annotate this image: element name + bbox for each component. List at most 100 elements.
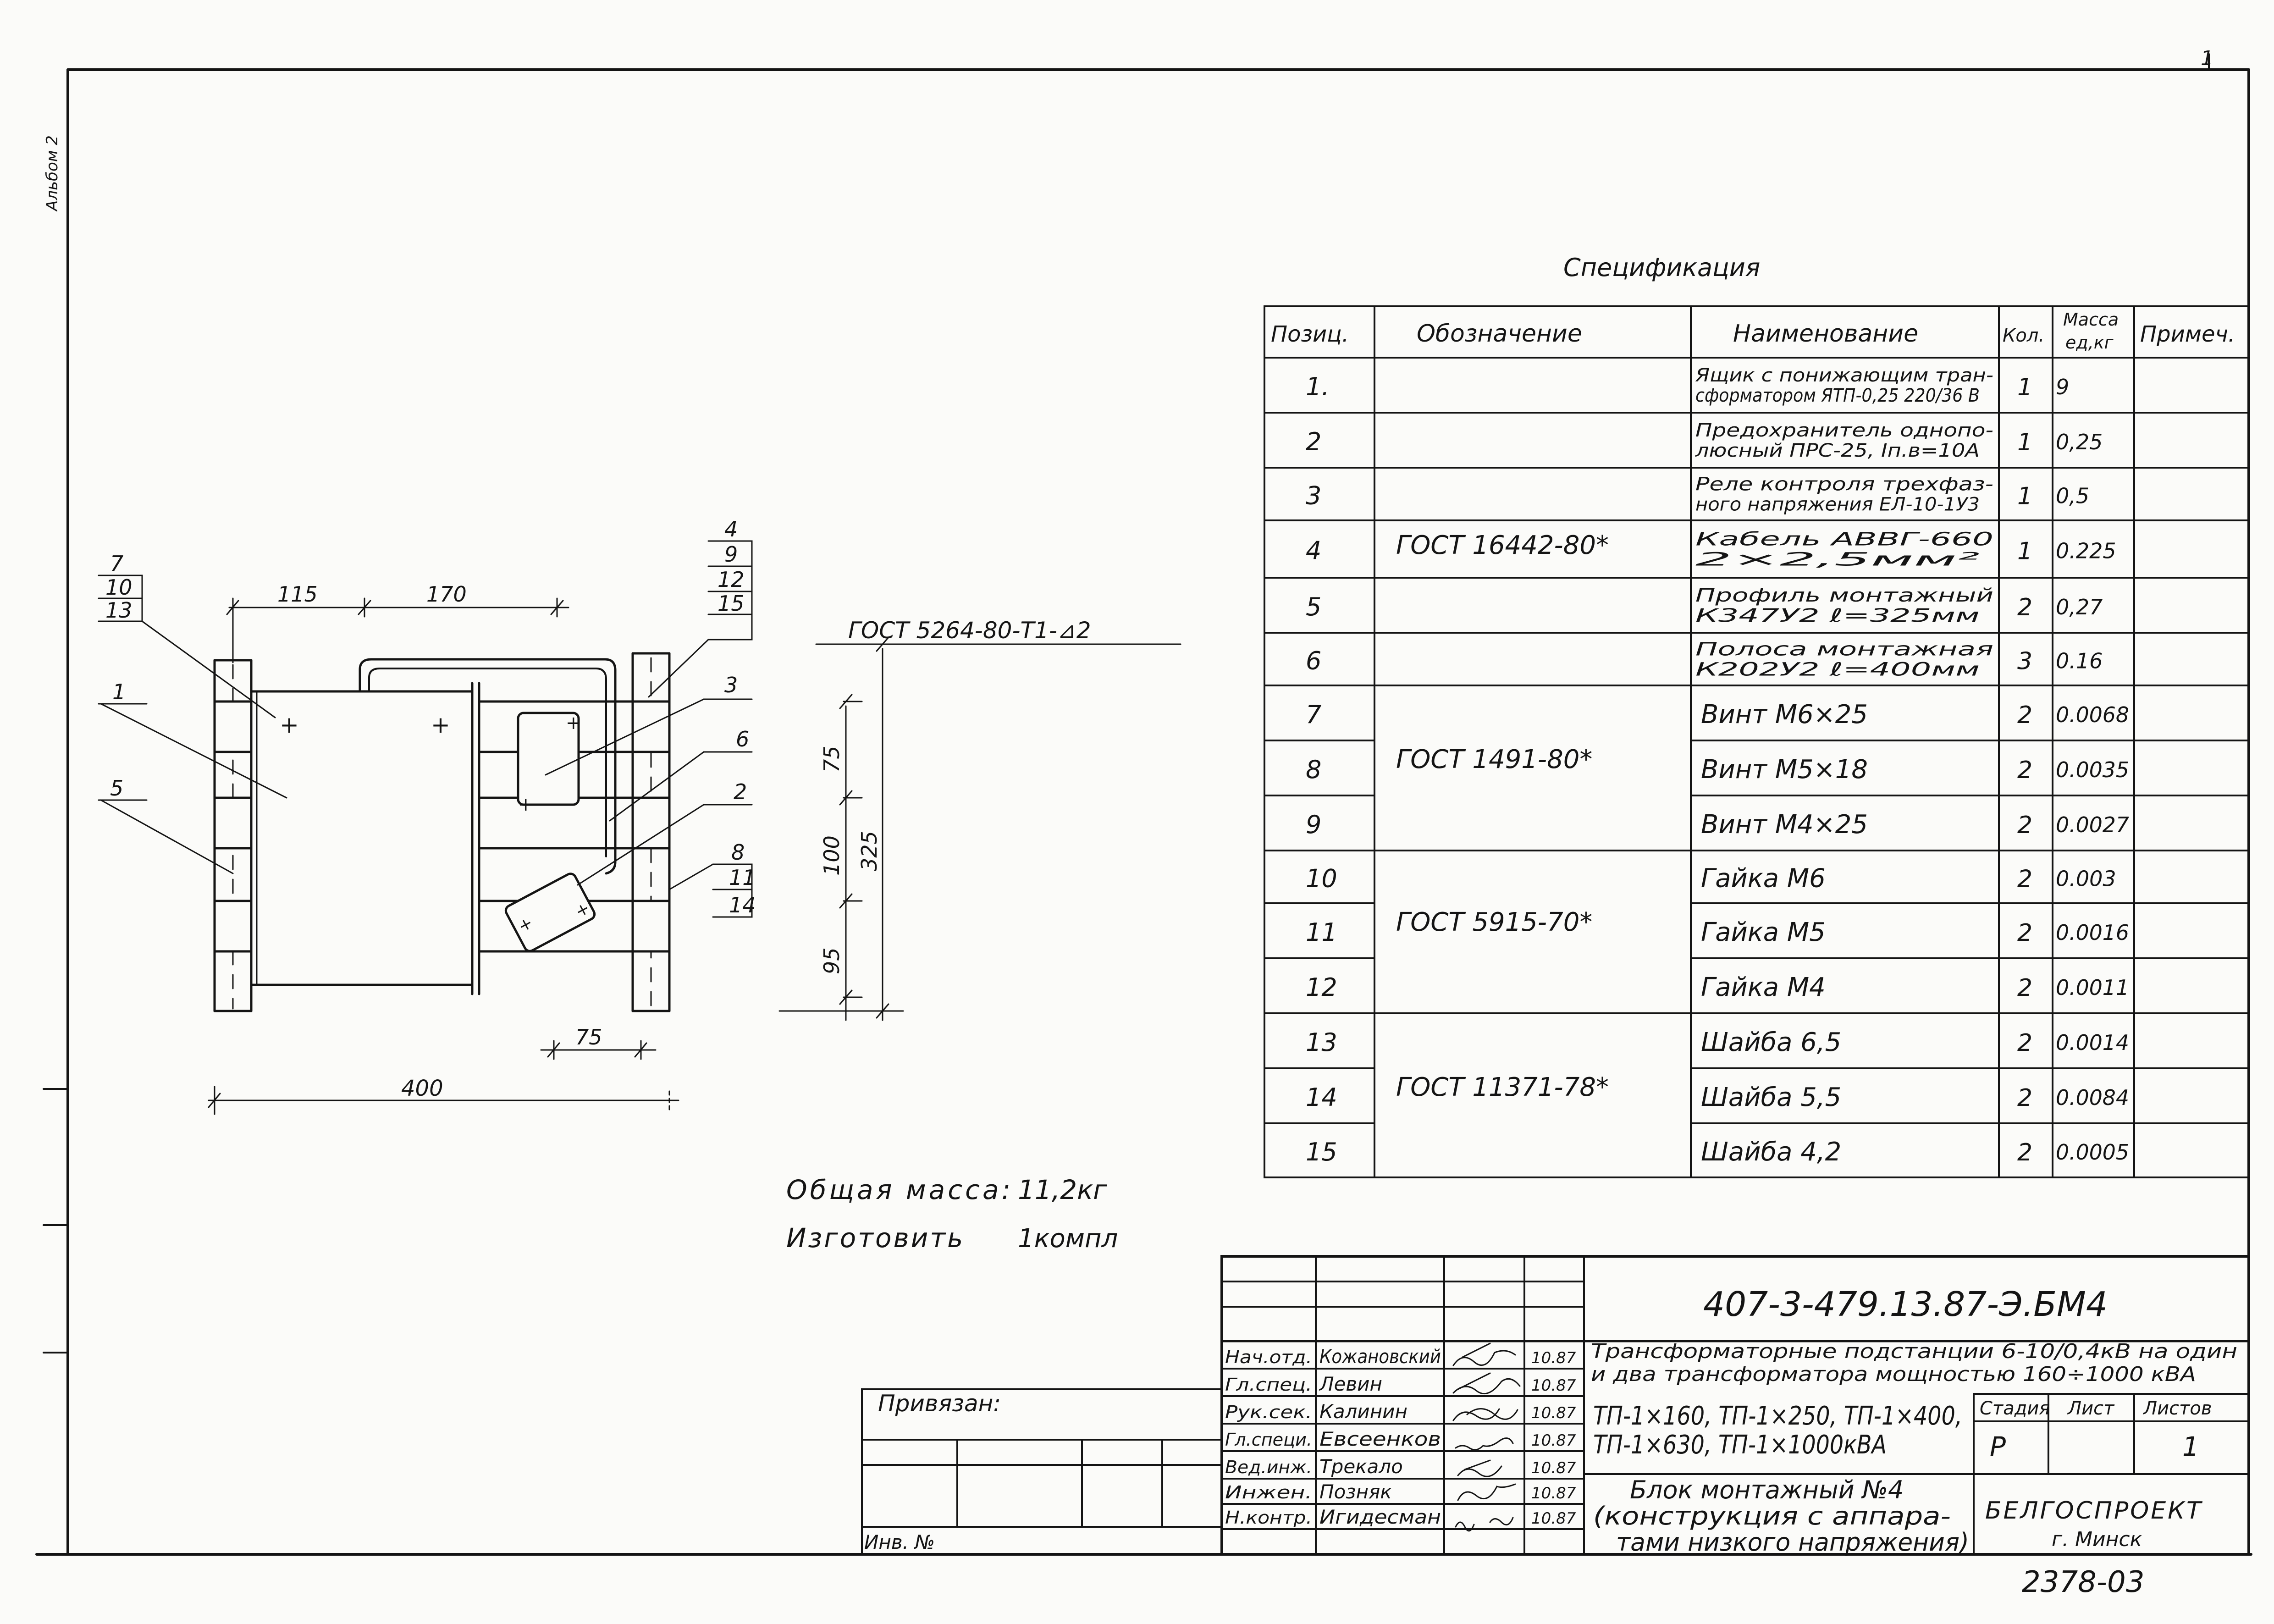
spec-row-pos: 13 bbox=[1306, 1028, 1337, 1057]
title-block bbox=[1220, 1255, 2250, 1556]
spec-table bbox=[1264, 305, 2250, 1178]
stage-label: Стадия bbox=[1980, 1398, 2050, 1419]
spec-row-name-line: 2×2,5мм² bbox=[1695, 549, 1980, 570]
binding-block bbox=[861, 1388, 1223, 1555]
spec-row-name: Гайка М4 bbox=[1701, 972, 1826, 1002]
spec-header-pos: Позиц. bbox=[1271, 321, 1349, 347]
spec-row-name: Шайба 4,2 bbox=[1701, 1137, 1841, 1167]
spec-row-pos: 15 bbox=[1306, 1138, 1337, 1166]
spec-row-qty: 1 bbox=[2017, 483, 2032, 510]
spec-row-qty: 2 bbox=[2017, 1029, 2032, 1057]
spec-row-name: Винт М5×18 bbox=[1701, 755, 1868, 784]
dim-100: 100 bbox=[819, 835, 844, 876]
sheet-number: 2378-03 bbox=[2022, 1565, 2144, 1599]
top-mark: 1 bbox=[2201, 47, 2213, 70]
margin-note: Альбом 2 bbox=[43, 135, 61, 212]
spec-row-pos: 6 bbox=[1306, 646, 1321, 675]
spec-row-name: Винт М4×25 bbox=[1701, 810, 1868, 840]
leader-8: 8 bbox=[731, 840, 745, 865]
subtitle-line-2: ТП-1×630, ТП-1×1000кВА bbox=[1593, 1430, 1887, 1460]
leader-9: 9 bbox=[724, 542, 738, 567]
dim-75-top: 75 bbox=[819, 746, 844, 773]
spec-row-name-line: люсный ПРС-25, Iп.в=10А bbox=[1695, 440, 1980, 461]
title-line-2: и два трансформатора мощностью 160÷1000 … bbox=[1591, 1363, 2196, 1386]
spec-row-name: Шайба 6,5 bbox=[1701, 1027, 1841, 1057]
sheet-frame bbox=[35, 53, 2252, 1556]
spec-row-qty: 2 bbox=[2017, 812, 2032, 839]
spec-row-qty: 2 bbox=[2017, 919, 2032, 947]
signatures bbox=[1452, 1342, 1521, 1532]
make-label: Изготовить bbox=[786, 1222, 965, 1254]
signer-name: Игидесман bbox=[1319, 1506, 1441, 1528]
spec-row-mass: 0.0011 bbox=[2056, 975, 2129, 1000]
spec-row-mass: 0,25 bbox=[2056, 430, 2103, 454]
spec-row-pos: 9 bbox=[1306, 810, 1321, 839]
spec-row-mass: 0.0005 bbox=[2056, 1140, 2129, 1165]
leader-10: 10 bbox=[105, 575, 132, 600]
spec-row-pos: 8 bbox=[1306, 755, 1321, 784]
spec-row-name: Винт М6×25 bbox=[1701, 700, 1868, 729]
spec-row-qty: 1 bbox=[2017, 429, 2032, 456]
spec-row-name-line: К202У2 ℓ=400мм bbox=[1695, 659, 1980, 680]
spec-row-pos: 14 bbox=[1306, 1083, 1337, 1112]
spec-row-qty: 2 bbox=[2017, 974, 2032, 1002]
dim-115: 115 bbox=[277, 582, 318, 607]
spec-row-pos: 2 bbox=[1306, 427, 1321, 456]
spec-row-mass: 0.16 bbox=[2056, 649, 2103, 674]
spec-designations: ГОСТ 16442-80*ГОСТ 1491-80*ГОСТ 5915-70*… bbox=[1396, 530, 1609, 1102]
spec-row-mass: 0.225 bbox=[2056, 539, 2116, 563]
svg-text:+: + bbox=[518, 794, 534, 815]
signer-name: Евсеенков bbox=[1319, 1428, 1441, 1450]
spec-row-name: Шайба 5,5 bbox=[1701, 1083, 1841, 1112]
svg-text:+: + bbox=[431, 712, 450, 738]
leader-2: 2 bbox=[734, 779, 747, 804]
spec-row-qty: 2 bbox=[2017, 866, 2032, 893]
sheets-value: 1 bbox=[2182, 1431, 2199, 1462]
signer-date: 10.87 bbox=[1531, 1459, 1576, 1477]
spec-row-pos: 4 bbox=[1306, 536, 1321, 565]
spec-row-qty: 2 bbox=[2017, 757, 2032, 784]
signer-name: Калинин bbox=[1319, 1400, 1407, 1423]
spec-row-name-line: Ящик с понижающим тран- bbox=[1695, 365, 1993, 386]
leader-4: 4 bbox=[724, 517, 738, 541]
spec-row-qty: 2 bbox=[2017, 594, 2032, 621]
spec-row-name: Гайка М6 bbox=[1701, 864, 1826, 894]
signer-date: 10.87 bbox=[1531, 1404, 1576, 1422]
dimension-lines bbox=[98, 540, 1181, 1115]
spec-row-name-line: ного напряжения ЕЛ-10-1У3 bbox=[1695, 494, 1980, 515]
spec-header-designation: Обозначение bbox=[1417, 320, 1582, 348]
spec-row-pos: 1. bbox=[1306, 372, 1330, 401]
leader-1: 1 bbox=[112, 679, 126, 704]
spec-row-name-line: сформатором ЯТП-0,25 220/36 В bbox=[1695, 385, 1980, 406]
spec-designation: ГОСТ 5915-70* bbox=[1396, 907, 1592, 937]
signer-role: Инжен. bbox=[1225, 1482, 1312, 1502]
spec-rows: 1. Ящик с понижающим тран-сформатором ЯТП… bbox=[1306, 365, 2129, 1167]
spec-row-qty: 1 bbox=[2017, 374, 2032, 401]
inv-label: Инв. № bbox=[864, 1531, 935, 1553]
spec-designation: ГОСТ 11371-78* bbox=[1396, 1072, 1609, 1102]
title-line-1: Трансформаторные подстанции 6-10/0,4кВ н… bbox=[1591, 1340, 2237, 1363]
spec-row-name-line: Профиль монтажный bbox=[1695, 585, 1993, 606]
spec-row-qty: 1 bbox=[2017, 538, 2032, 565]
signer-date: 10.87 bbox=[1531, 1431, 1576, 1450]
subtitle-line-1: ТП-1×160, ТП-1×250, ТП-1×400, bbox=[1593, 1401, 1962, 1431]
spec-row-qty: 2 bbox=[2017, 1084, 2032, 1112]
dim-75-bottom: 75 bbox=[575, 1025, 602, 1050]
spec-row-mass: 0.0068 bbox=[2056, 702, 2129, 727]
spec-row-pos: 3 bbox=[1306, 481, 1321, 510]
leader-12: 12 bbox=[718, 567, 745, 592]
signer-date: 10.87 bbox=[1531, 1484, 1576, 1502]
spec-title: Спецификация bbox=[1563, 253, 1760, 282]
spec-header-qty: Кол. bbox=[2003, 325, 2044, 346]
spec-row-name-line: Полоса монтажная bbox=[1695, 639, 1993, 660]
spec-row-mass: 0,27 bbox=[2056, 595, 2103, 619]
spec-header-note: Примеч. bbox=[2140, 321, 2235, 347]
spec-row-pos: 5 bbox=[1306, 592, 1321, 621]
block-line-3: тами низкого напряжения) bbox=[1616, 1528, 1969, 1557]
spec-row-qty: 2 bbox=[2017, 702, 2032, 729]
spec-row-mass: 0.0014 bbox=[2056, 1030, 2129, 1055]
spec-row-name-line: Предохранитель однопо- bbox=[1695, 420, 1993, 441]
spec-row-pos: 10 bbox=[1306, 864, 1337, 893]
